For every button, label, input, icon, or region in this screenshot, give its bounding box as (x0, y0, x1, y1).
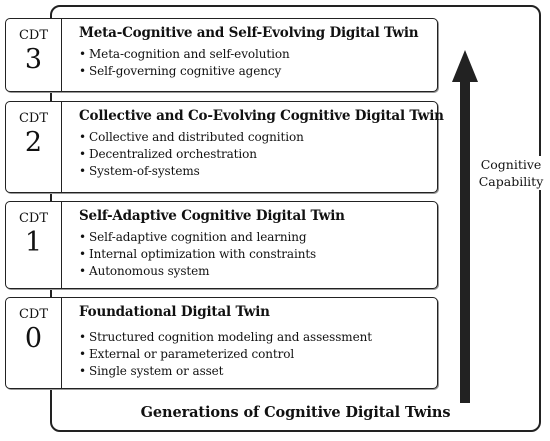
generation-badge: CDT 3 (6, 19, 62, 91)
generation-badge: CDT 2 (6, 102, 62, 192)
generation-number: 2 (24, 127, 43, 158)
bullet-dot-icon: • (79, 230, 86, 244)
bullet-item: •Meta-cognition and self-evolution (79, 46, 437, 63)
bullet-item: •Self-adaptive cognition and learning (79, 229, 437, 246)
generation-box-cdt1: CDT 1 Self-Adaptive Cognitive Digital Tw… (5, 201, 438, 289)
bullet-text: Self-adaptive cognition and learning (89, 230, 307, 244)
bullet-dot-icon: • (79, 64, 86, 78)
bullet-item: •Single system or asset (79, 363, 437, 380)
generation-title: Self-Adaptive Cognitive Digital Twin (79, 208, 345, 224)
bullet-text: System-of-systems (89, 164, 200, 178)
generation-badge: CDT 0 (6, 298, 62, 388)
bullet-dot-icon: • (79, 164, 86, 178)
bullet-item: •Internal optimization with constraints (79, 246, 437, 263)
generation-content: Foundational Digital Twin •Structured co… (62, 298, 437, 388)
bullet-text: Structured cognition modeling and assess… (89, 330, 372, 344)
generation-title: Collective and Co-Evolving Cognitive Dig… (79, 108, 444, 124)
bullet-item: •System-of-systems (79, 163, 444, 180)
bullet-dot-icon: • (79, 47, 86, 61)
generation-tag: CDT (18, 111, 49, 126)
axis-label-line2: Capability (478, 174, 544, 189)
generation-content: Collective and Co-Evolving Cognitive Dig… (62, 102, 444, 192)
bullet-dot-icon: • (79, 130, 86, 144)
arrow-shape (452, 50, 478, 403)
bullet-item: •Autonomous system (79, 263, 437, 280)
generation-tag: CDT (18, 307, 49, 322)
bullet-dot-icon: • (79, 247, 86, 261)
bullet-dot-icon: • (79, 330, 86, 344)
generation-tag: CDT (18, 28, 49, 43)
generation-bullet-list: •Structured cognition modeling and asses… (79, 329, 437, 380)
bullet-text: Meta-cognition and self-evolution (89, 47, 290, 61)
bullet-text: Decentralized orchestration (89, 147, 257, 161)
generation-number: 3 (24, 44, 43, 75)
bullet-item: •Structured cognition modeling and asses… (79, 329, 437, 346)
diagram-footer-caption: Generations of Cognitive Digital Twins (140, 404, 451, 421)
bullet-text: Single system or asset (89, 364, 224, 378)
bullet-dot-icon: • (79, 147, 86, 161)
bullet-item: •Collective and distributed cognition (79, 129, 444, 146)
bullet-item: •External or parameterized control (79, 346, 437, 363)
bullet-dot-icon: • (79, 264, 86, 278)
bullet-text: External or parameterized control (89, 347, 295, 361)
generation-content: Meta-Cognitive and Self-Evolving Digital… (62, 19, 437, 91)
generation-number: 0 (24, 323, 43, 354)
generation-number: 1 (24, 227, 43, 258)
axis-label-line1: Cognitive (480, 157, 542, 172)
generation-box-cdt0: CDT 0 Foundational Digital Twin •Structu… (5, 297, 438, 389)
generation-tag: CDT (18, 211, 49, 226)
generation-bullet-list: •Meta-cognition and self-evolution •Self… (79, 46, 437, 80)
generation-box-cdt2: CDT 2 Collective and Co-Evolving Cogniti… (5, 101, 444, 193)
generation-bullet-list: •Collective and distributed cognition •D… (79, 129, 444, 180)
bullet-item: •Self-governing cognitive agency (79, 63, 437, 80)
generation-box-cdt3: CDT 3 Meta-Cognitive and Self-Evolving D… (5, 18, 438, 92)
generation-title: Meta-Cognitive and Self-Evolving Digital… (79, 25, 419, 41)
generation-content: Self-Adaptive Cognitive Digital Twin •Se… (62, 202, 437, 288)
generation-badge: CDT 1 (6, 202, 62, 288)
bullet-text: Self-governing cognitive agency (89, 64, 282, 78)
capability-arrow-icon (452, 50, 478, 403)
generation-bullet-list: •Self-adaptive cognition and learning •I… (79, 229, 437, 280)
bullet-text: Internal optimization with constraints (89, 247, 317, 261)
bullet-dot-icon: • (79, 347, 86, 361)
bullet-item: •Decentralized orchestration (79, 146, 444, 163)
bullet-dot-icon: • (79, 364, 86, 378)
axis-label: Cognitive Capability (470, 156, 550, 190)
generation-title: Foundational Digital Twin (79, 304, 270, 320)
bullet-text: Collective and distributed cognition (89, 130, 304, 144)
bullet-text: Autonomous system (89, 264, 210, 278)
